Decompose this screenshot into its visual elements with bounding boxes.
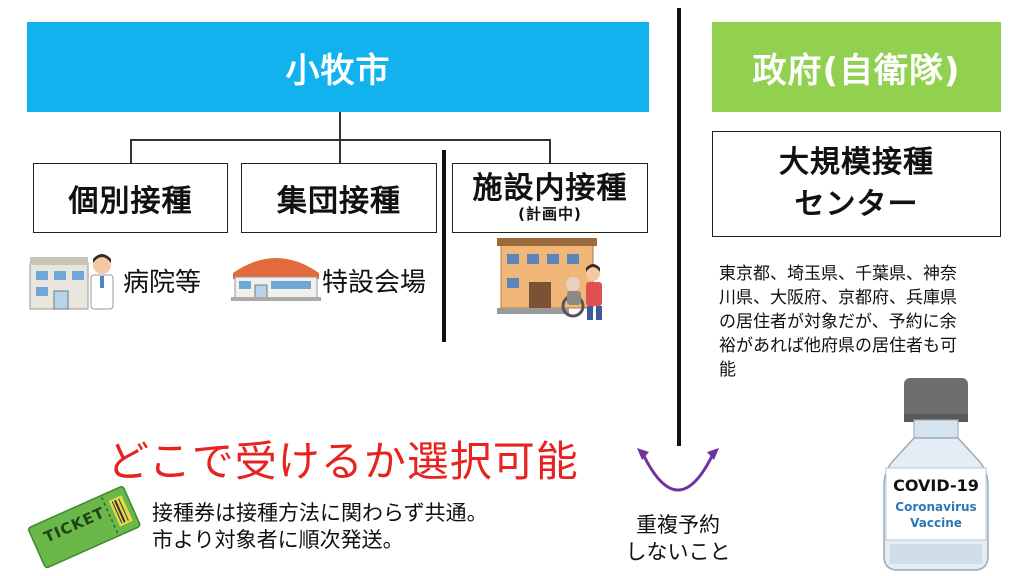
note-line: 裕があれば他府県の居住者も可: [719, 336, 957, 356]
hospital-caption: 病院等: [123, 268, 202, 298]
main-divider: [677, 8, 681, 446]
group-vaccination-title: 集団接種: [277, 184, 401, 219]
facility-vaccination-subtitle: (計画中): [518, 205, 582, 223]
mass-vaccination-center-box: 大規模接種 センター: [712, 131, 1001, 237]
hospital-doctor-icon: [28, 243, 120, 313]
government-header: 政府(自衛隊): [712, 22, 1001, 112]
ticket-info-line: 接種券は接種方法に関わらず共通。: [152, 501, 488, 525]
tree-drop-3: [549, 139, 551, 163]
tree-stem: [339, 112, 341, 140]
ticket-info: 接種券は接種方法に関わらず共通。 市より対象者に順次発送。: [152, 500, 488, 554]
double-arrow-icon: [633, 446, 723, 502]
duplicate-line: 重複予約: [636, 513, 720, 537]
government-title: 政府(自衛隊): [752, 50, 961, 91]
tree-drop-2: [339, 139, 341, 163]
ticket-icon: TICKET: [22, 484, 142, 570]
vial-label-covid: COVID-19: [893, 476, 979, 495]
no-duplicate-booking-text: 重複予約 しないこと: [608, 512, 748, 566]
note-line: 川県、大阪府、京都府、兵庫県: [719, 288, 957, 308]
vaccine-vial-icon: COVID-19 Coronavirus Vaccine: [876, 376, 996, 572]
note-line: 東京都、埼玉県、千葉県、神奈: [719, 264, 957, 284]
individual-vaccination-box: 個別接種: [33, 163, 228, 233]
eligibility-note: 東京都、埼玉県、千葉県、神奈 川県、大阪府、京都府、兵庫県 の居住者が対象だが、…: [719, 262, 1019, 382]
individual-vaccination-title: 個別接種: [68, 184, 193, 219]
mass-vaccination-line2: センター: [794, 187, 919, 222]
vial-label-coronavirus: Coronavirus: [895, 500, 977, 514]
special-venue-caption: 特設会場: [322, 268, 427, 298]
vial-label-vaccine: Vaccine: [910, 516, 962, 530]
facility-vaccination-title: 施設内接種: [472, 171, 628, 206]
gymnasium-icon: [231, 249, 321, 301]
tree-drop-1: [130, 139, 132, 163]
komaki-city-title: 小牧市: [285, 50, 391, 91]
note-line: 能: [719, 360, 736, 380]
komaki-city-header: 小牧市: [27, 22, 649, 112]
inner-divider: [442, 150, 446, 342]
group-vaccination-box: 集団接種: [241, 163, 437, 233]
facility-vaccination-box: 施設内接種 (計画中): [452, 163, 648, 233]
duplicate-line: しないこと: [625, 540, 731, 564]
ticket-info-line: 市より対象者に順次発送。: [152, 528, 404, 552]
care-facility-icon: [497, 238, 607, 322]
note-line: の居住者が対象だが、予約に余: [719, 312, 957, 332]
mass-vaccination-line1: 大規模接種: [779, 145, 934, 180]
selection-headline: どこで受けるか選択可能: [107, 437, 579, 486]
